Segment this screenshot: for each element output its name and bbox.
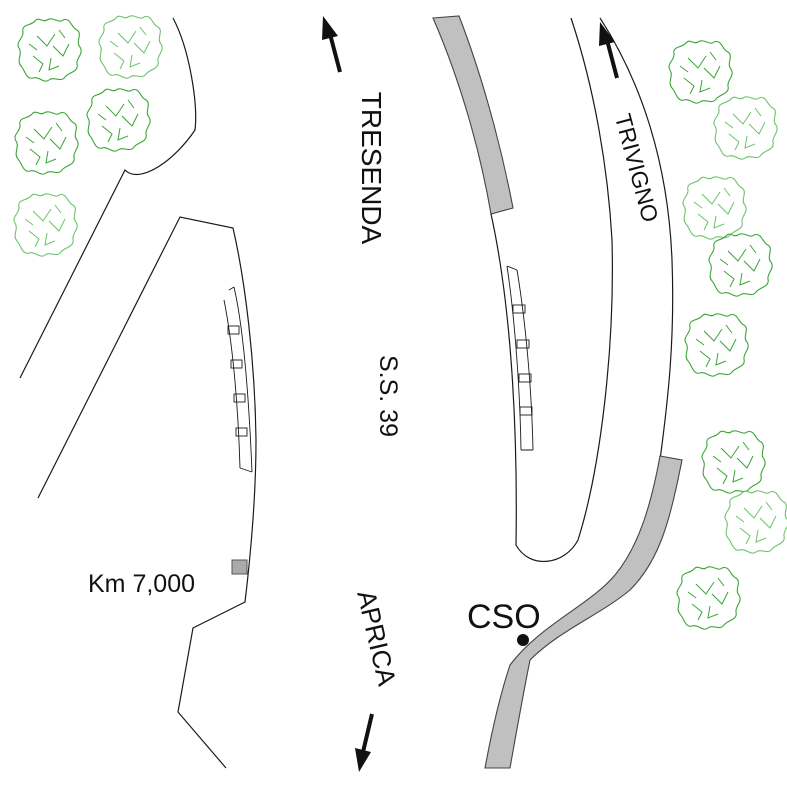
tree-icon — [724, 490, 787, 554]
upper-barrier — [432, 15, 514, 215]
tree-icon — [14, 111, 79, 175]
tree-icon — [701, 430, 766, 494]
direction-label-trivigno: TRIVIGNO — [610, 111, 664, 225]
tree-icon — [676, 566, 741, 630]
tree-icon — [668, 40, 733, 104]
median-island-outline — [490, 17, 613, 562]
median-guard-rail — [506, 265, 534, 451]
arrow-icon — [599, 22, 619, 79]
left-guard-rail — [223, 286, 253, 473]
right-road-edge — [599, 17, 674, 461]
left-field-boundary — [19, 17, 197, 379]
station-dot-icon — [517, 634, 529, 646]
arrow-icon — [322, 16, 342, 73]
station-code-label: CSO — [467, 598, 541, 636]
tree-group-right — [668, 40, 787, 630]
arrow-icon — [355, 713, 374, 772]
direction-label-aprica: APRICA — [351, 587, 402, 689]
tree-icon — [86, 88, 151, 152]
tree-group-left — [13, 15, 163, 257]
road-name-label: S.S. 39 — [374, 355, 402, 437]
km-marker-icon — [231, 559, 248, 575]
tree-icon — [713, 96, 778, 160]
tree-icon — [684, 313, 749, 377]
tree-icon — [17, 18, 82, 82]
km-marker-label: Km 7,000 — [88, 570, 195, 598]
left-island-outline — [37, 216, 257, 769]
tree-icon — [708, 233, 773, 297]
lower-barrier — [484, 455, 683, 769]
tree-icon — [98, 15, 163, 79]
tree-icon — [13, 193, 78, 257]
tree-icon — [682, 176, 747, 240]
direction-label-tresenda: TRESENDA — [356, 92, 387, 245]
